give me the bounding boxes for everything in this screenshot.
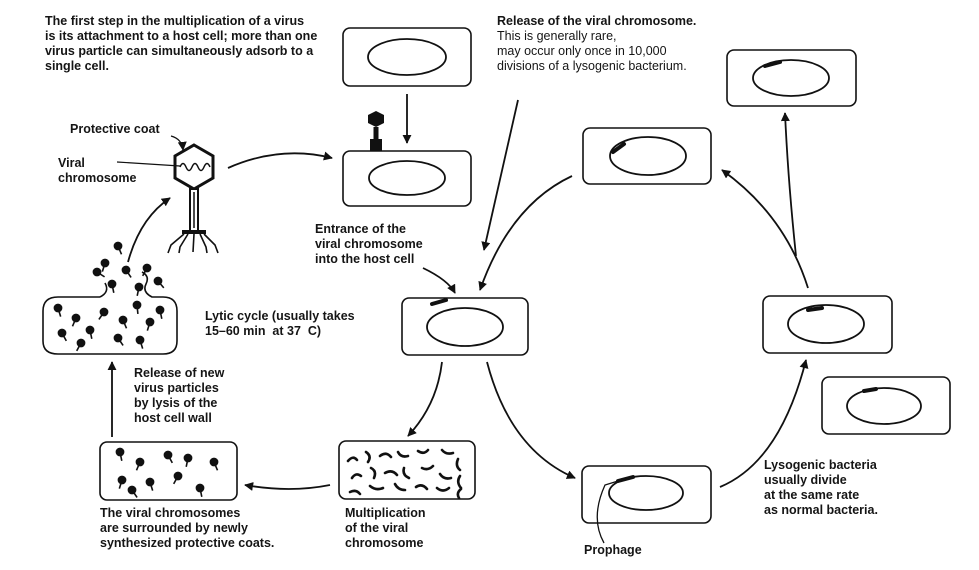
lysogenic-cell-right-lower [821, 376, 951, 435]
viral-chromosome-pointer [116, 161, 181, 167]
host-cell-multiplying [338, 440, 476, 500]
virus-particle-head [173, 471, 183, 481]
label-lytic-cycle: Lytic cycle (usually takes 15–60 min at … [205, 309, 355, 338]
label-attachment: The first step in the multiplication of … [45, 14, 318, 73]
virus-particle-head [100, 258, 110, 268]
virus-particle-head [132, 300, 142, 310]
label-prophage: Prophage [584, 543, 642, 557]
virus-particle-head [113, 241, 123, 251]
host-cell-top [342, 27, 472, 87]
virus-particle-head [142, 263, 152, 273]
label-release-new: Release of new virus particles by lysis … [134, 366, 225, 425]
prophage-pointer [596, 480, 619, 544]
virus-attached-icon [368, 111, 384, 151]
arrow-to-lysogeny [486, 361, 576, 479]
virus-particle-head [107, 279, 117, 289]
label-multiplication: Multiplication of the viral chromosome [345, 506, 426, 550]
host-cell-attached [342, 150, 472, 207]
virus-particle-head [113, 333, 123, 343]
arrow-release-pointer [481, 99, 519, 251]
arrow-entrance [422, 267, 456, 294]
virus-particle-head [145, 317, 155, 327]
virus-particle-head [117, 475, 127, 485]
virus-particle-head [115, 447, 125, 457]
arrow-phage-to-cell [227, 151, 333, 169]
virus-particle-head [195, 483, 205, 493]
virus-particle-head [134, 282, 144, 292]
cycle-arrows [107, 94, 809, 491]
virus-particle-head [145, 477, 155, 487]
protective-coat-pointer [170, 135, 187, 151]
arrow-induction [478, 175, 573, 291]
virus-particle-head [118, 315, 128, 325]
arrow-to-multiplication [407, 361, 443, 437]
bacteriophage-icon [167, 143, 219, 254]
label-coats: The viral chromosomes are surrounded by … [100, 506, 275, 550]
lysogenic-cell-top-right [726, 49, 857, 107]
virus-particle-head [183, 453, 193, 463]
lysogenic-cell-top-left [582, 127, 712, 185]
virus-particle-head [127, 485, 137, 495]
virus-particle-head [57, 328, 67, 338]
arrow-lysogenic-up [721, 169, 809, 289]
label-protective-coat: Protective coat [70, 122, 160, 136]
label-lysogenic: Lysogenic bacteria usually divide at the… [764, 458, 878, 517]
lysogenic-cell-right-upper [762, 295, 893, 354]
label-entrance: Entrance of the viral chromosome into th… [315, 222, 423, 266]
virus-particle-head [155, 305, 165, 315]
label-release-chromosome-detail: This is generally rare, may occur only o… [497, 29, 687, 73]
virus-particle-head [135, 335, 145, 345]
virus-particle-head [71, 313, 81, 323]
arrow-to-coats [244, 481, 331, 491]
host-cell-lysing [42, 271, 178, 355]
arrow-lysogenic-top [780, 112, 797, 257]
arrow-to-new-phage [127, 197, 171, 263]
virus-particle-head [76, 338, 86, 348]
virus-particle-head [53, 303, 63, 313]
host-cell-infected [401, 297, 529, 356]
virus-particle-head [85, 325, 95, 335]
virus-particle-head [163, 450, 173, 460]
virus-particle-head [121, 265, 131, 275]
virus-particles [53, 241, 219, 498]
lysogenic-cell-prophage [581, 465, 712, 524]
label-viral-chromosome: Viral chromosome [58, 156, 137, 185]
virus-particle-head [153, 276, 163, 286]
virus-particle-head [135, 457, 145, 467]
virus-particle-head [99, 307, 109, 317]
arrow-lysogenic-division [719, 359, 809, 488]
label-release-chromosome: Release of the viral chromosome. [497, 14, 697, 28]
host-cell-coated [99, 441, 238, 501]
virus-particle-head [92, 267, 102, 277]
virus-particle-head [209, 457, 219, 467]
